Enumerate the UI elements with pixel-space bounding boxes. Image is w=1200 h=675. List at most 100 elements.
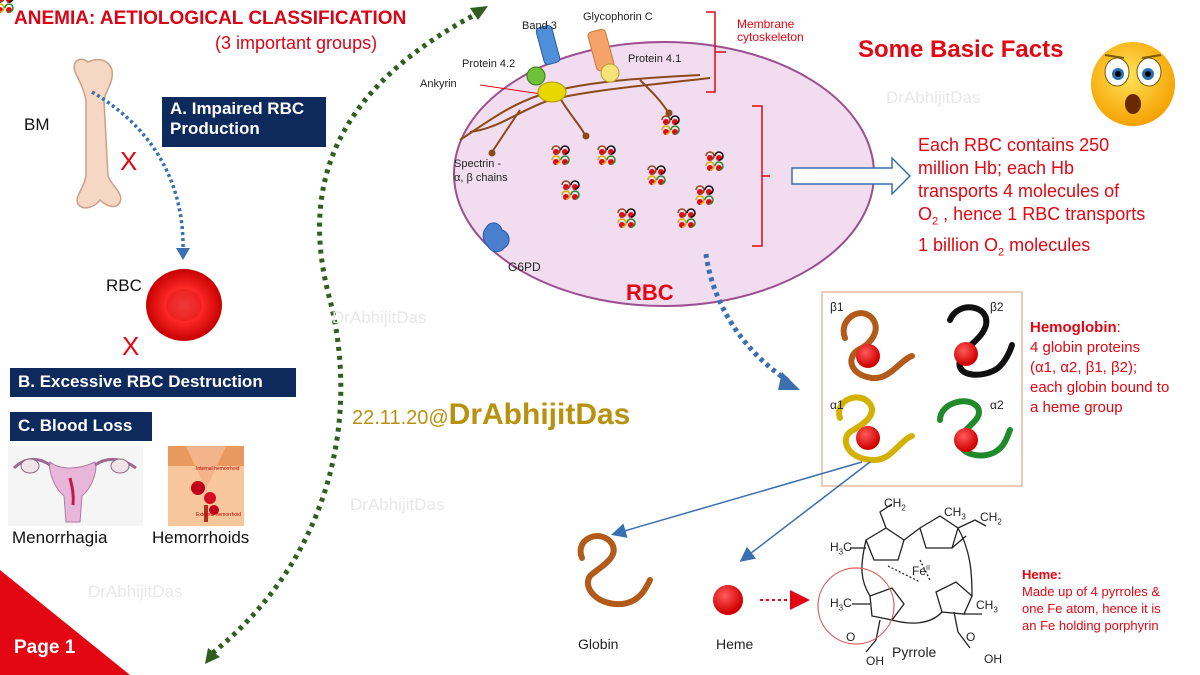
facts-line: million Hb; each Hb — [918, 158, 1075, 178]
protein42-label: Protein 4.2 — [462, 58, 516, 70]
glycophorin-label: Glycophorin C — [583, 11, 653, 23]
facts-o2-sub: 2 — [998, 246, 1005, 259]
rbc-to-hemoglobin-arrow — [703, 253, 792, 385]
author-name: DrAbhijitDas — [448, 398, 631, 431]
pyrrole-label: Pyrrole — [892, 644, 937, 660]
chem-oh-label: OH — [984, 652, 1002, 666]
watermark: DrAbhijitDas — [88, 582, 183, 601]
heme-description: Heme: Made up of 4 pyrroles & one Fe ato… — [1022, 566, 1197, 634]
facts-line: 1 billion O2 molecules — [918, 234, 1188, 265]
facts-line: O2 , hence 1 RBC transports — [918, 203, 1188, 234]
g6pd-label: G6PD — [508, 260, 541, 274]
red-blood-cell-icon — [146, 269, 222, 341]
hemoglobin-line: (α1, α2, β1, β2); — [1030, 359, 1138, 376]
membrane-label-2: cytoskeleton — [737, 30, 804, 44]
globin-beta2-icon — [947, 304, 1015, 378]
chem-h3c-label: H3C — [830, 540, 852, 557]
facts-title: Some Basic Facts — [858, 36, 1064, 63]
chem-ch: CH — [884, 496, 902, 510]
hemoglobin-line: each globin bound to — [1030, 379, 1170, 396]
ankyrin-label: Ankyrin — [420, 78, 457, 90]
page-corner-triangle — [0, 570, 130, 675]
chem-fe-label: FeII — [912, 564, 930, 578]
facts-line: Each RBC contains 250 — [918, 135, 1110, 155]
facts-o2-sub: 2 — [932, 215, 939, 228]
chem-ch: CH — [944, 505, 962, 519]
globin-alpha1-icon — [836, 394, 915, 464]
spectrin-label-2: α, β chains — [454, 172, 508, 184]
chem-oh-label: OH — [866, 654, 884, 668]
pyrrole-highlight-circle — [817, 567, 895, 645]
author-signature: 22.11.20@DrAbhijitDas — [352, 398, 630, 432]
surprised-face-icon — [1091, 42, 1175, 126]
heme-label: Heme — [716, 636, 754, 652]
bm-blocked-x: X — [120, 146, 138, 176]
alpha2-label: α2 — [990, 398, 1004, 412]
date-prefix: 22.11.20@ — [352, 407, 449, 429]
rbc-destroyed-x: X — [122, 331, 140, 361]
membrane-label-1: Membrane — [737, 17, 795, 31]
hemorrhoids-icon — [168, 446, 244, 526]
uterus-icon — [8, 446, 143, 526]
chem-ch3-label: CH3 — [944, 505, 966, 522]
chem-o-label: O — [846, 630, 856, 644]
chem-ch3-label: CH3 — [976, 598, 998, 615]
hemoglobin-title: Hemoglobin — [1030, 319, 1117, 336]
g6pd-enzyme-icon — [482, 222, 510, 253]
protein-4-1-icon — [600, 63, 620, 83]
hemoglobin-line: a heme group — [1030, 399, 1123, 416]
chem-o-label: O — [966, 630, 976, 644]
watermark: DrAbhijitDas — [350, 495, 445, 514]
page-number: Page 1 — [14, 637, 76, 658]
page-subtitle: (3 important groups) — [215, 33, 378, 53]
flow-curve-arrow — [208, 9, 482, 657]
hemorrhoids-img-text-internal: Internal hemorrhoid — [196, 466, 240, 472]
band3-protein-icon — [535, 24, 561, 66]
hemorrhoids-img-text-external: External hemorrhoid — [196, 512, 242, 518]
bm-to-rbc-arrow — [91, 90, 185, 253]
rbc-label: RBC — [106, 276, 142, 295]
heme-icon — [713, 585, 743, 615]
to-globin-arrow — [611, 461, 863, 538]
menorrhagia-label: Menorrhagia — [12, 528, 108, 547]
facts-line: transports 4 molecules of — [918, 181, 1120, 201]
to-heme-arrow — [739, 461, 871, 562]
chem-ch2-label: CH2 — [980, 510, 1002, 527]
group-c-box: C. Blood Loss — [10, 412, 152, 441]
watermark: DrAbhijitDas — [886, 88, 981, 107]
protein-4-2-icon — [526, 66, 546, 86]
hemorrhoids-label: Hemorrhoids — [152, 528, 250, 547]
hemoglobin-line: 4 globin proteins — [1030, 339, 1141, 356]
facts-o2: O — [918, 204, 933, 224]
chem-ch: CH — [976, 598, 994, 612]
group-a-line2: Production — [170, 119, 260, 138]
porphyrin-structure — [850, 503, 987, 653]
facts-text: Each RBC contains 250 million Hb; each H… — [918, 134, 1188, 264]
group-a-line1: A. Impaired RBC — [170, 99, 305, 118]
facts-arrow — [791, 156, 912, 196]
heme-line: one Fe atom, hence it is — [1022, 601, 1161, 616]
hemoglobin-cluster-group — [0, 0, 724, 229]
facts-line4-rest: , hence 1 RBC transports — [938, 204, 1146, 224]
hemoglobin-colon: : — [1116, 319, 1121, 336]
heme-title: Heme: — [1022, 567, 1062, 582]
beta2-label: β2 — [990, 300, 1004, 314]
facts-line5-rest: molecules — [1004, 234, 1091, 255]
rbc-diagram-label: RBC — [626, 280, 674, 305]
band3-label: Band 3 — [522, 20, 557, 32]
globin-beta1-icon — [840, 310, 915, 382]
heme-line: an Fe holding porphyrin — [1022, 618, 1159, 633]
globin-alpha2-icon — [937, 398, 1013, 459]
chem-fe: Fe — [912, 564, 927, 578]
alpha1-label: α1 — [830, 398, 844, 412]
group-b-box: B. Excessive RBC Destruction — [10, 368, 296, 397]
watermark: DrAbhijitDas — [332, 308, 427, 327]
chem-ch2-label: CH2 — [884, 496, 906, 513]
protein41-label: Protein 4.1 — [628, 53, 682, 65]
ankyrin-icon — [537, 81, 567, 103]
group-a-box: A. Impaired RBC Production — [162, 97, 326, 147]
chem-h: H — [830, 540, 839, 554]
hemoglobin-description: Hemoglobin: 4 globin proteins (α1, α2, β… — [1030, 318, 1195, 418]
bm-label: BM — [24, 115, 50, 134]
